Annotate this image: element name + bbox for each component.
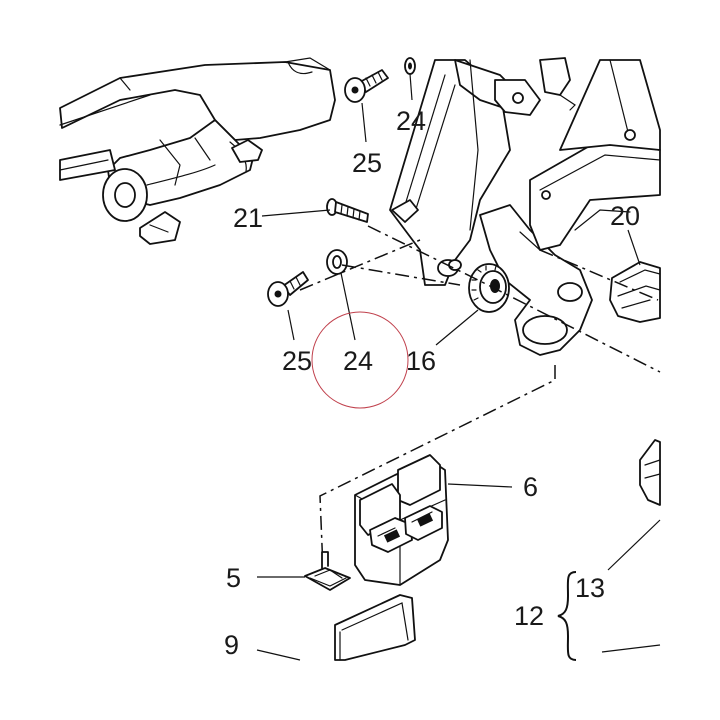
gear-bushing-16: [468, 263, 510, 313]
leader-lines: [256, 209, 661, 661]
alignment-lines: [299, 225, 661, 571]
highlight-circle: [311, 311, 409, 409]
upper-housing-assembly: [59, 57, 336, 245]
rubber-pad-20: [609, 261, 661, 323]
callout-24-top: 24: [396, 106, 426, 136]
callout-13: 13: [575, 573, 605, 603]
screw-21: [326, 198, 369, 223]
callout-24-left: 24: [343, 346, 373, 376]
callout-5: 5: [226, 563, 241, 593]
clip-5: [304, 551, 351, 591]
top-washer-24: [404, 57, 416, 75]
left-washer-24: [326, 249, 348, 275]
callout-9: 9: [224, 630, 239, 660]
plate-9: [334, 594, 416, 661]
relay-housing-6: [354, 454, 449, 586]
callout-6: 6: [523, 472, 538, 502]
top-bolt-25: [344, 69, 389, 103]
clip-tab: [139, 211, 181, 245]
callout-12: 12: [514, 601, 544, 631]
left-bolt-25: [267, 271, 309, 307]
callout-21: 21: [233, 203, 263, 233]
callout-20: 20: [610, 201, 640, 231]
callout-16: 16: [406, 346, 436, 376]
right-frame: [529, 59, 661, 251]
component-13: [639, 439, 661, 506]
callout-25-left: 25: [282, 346, 312, 376]
callout-25-top: 25: [352, 148, 382, 178]
leader-25-top: [361, 102, 367, 143]
leader-24-top: [409, 73, 413, 101]
brace-12: [557, 571, 577, 661]
